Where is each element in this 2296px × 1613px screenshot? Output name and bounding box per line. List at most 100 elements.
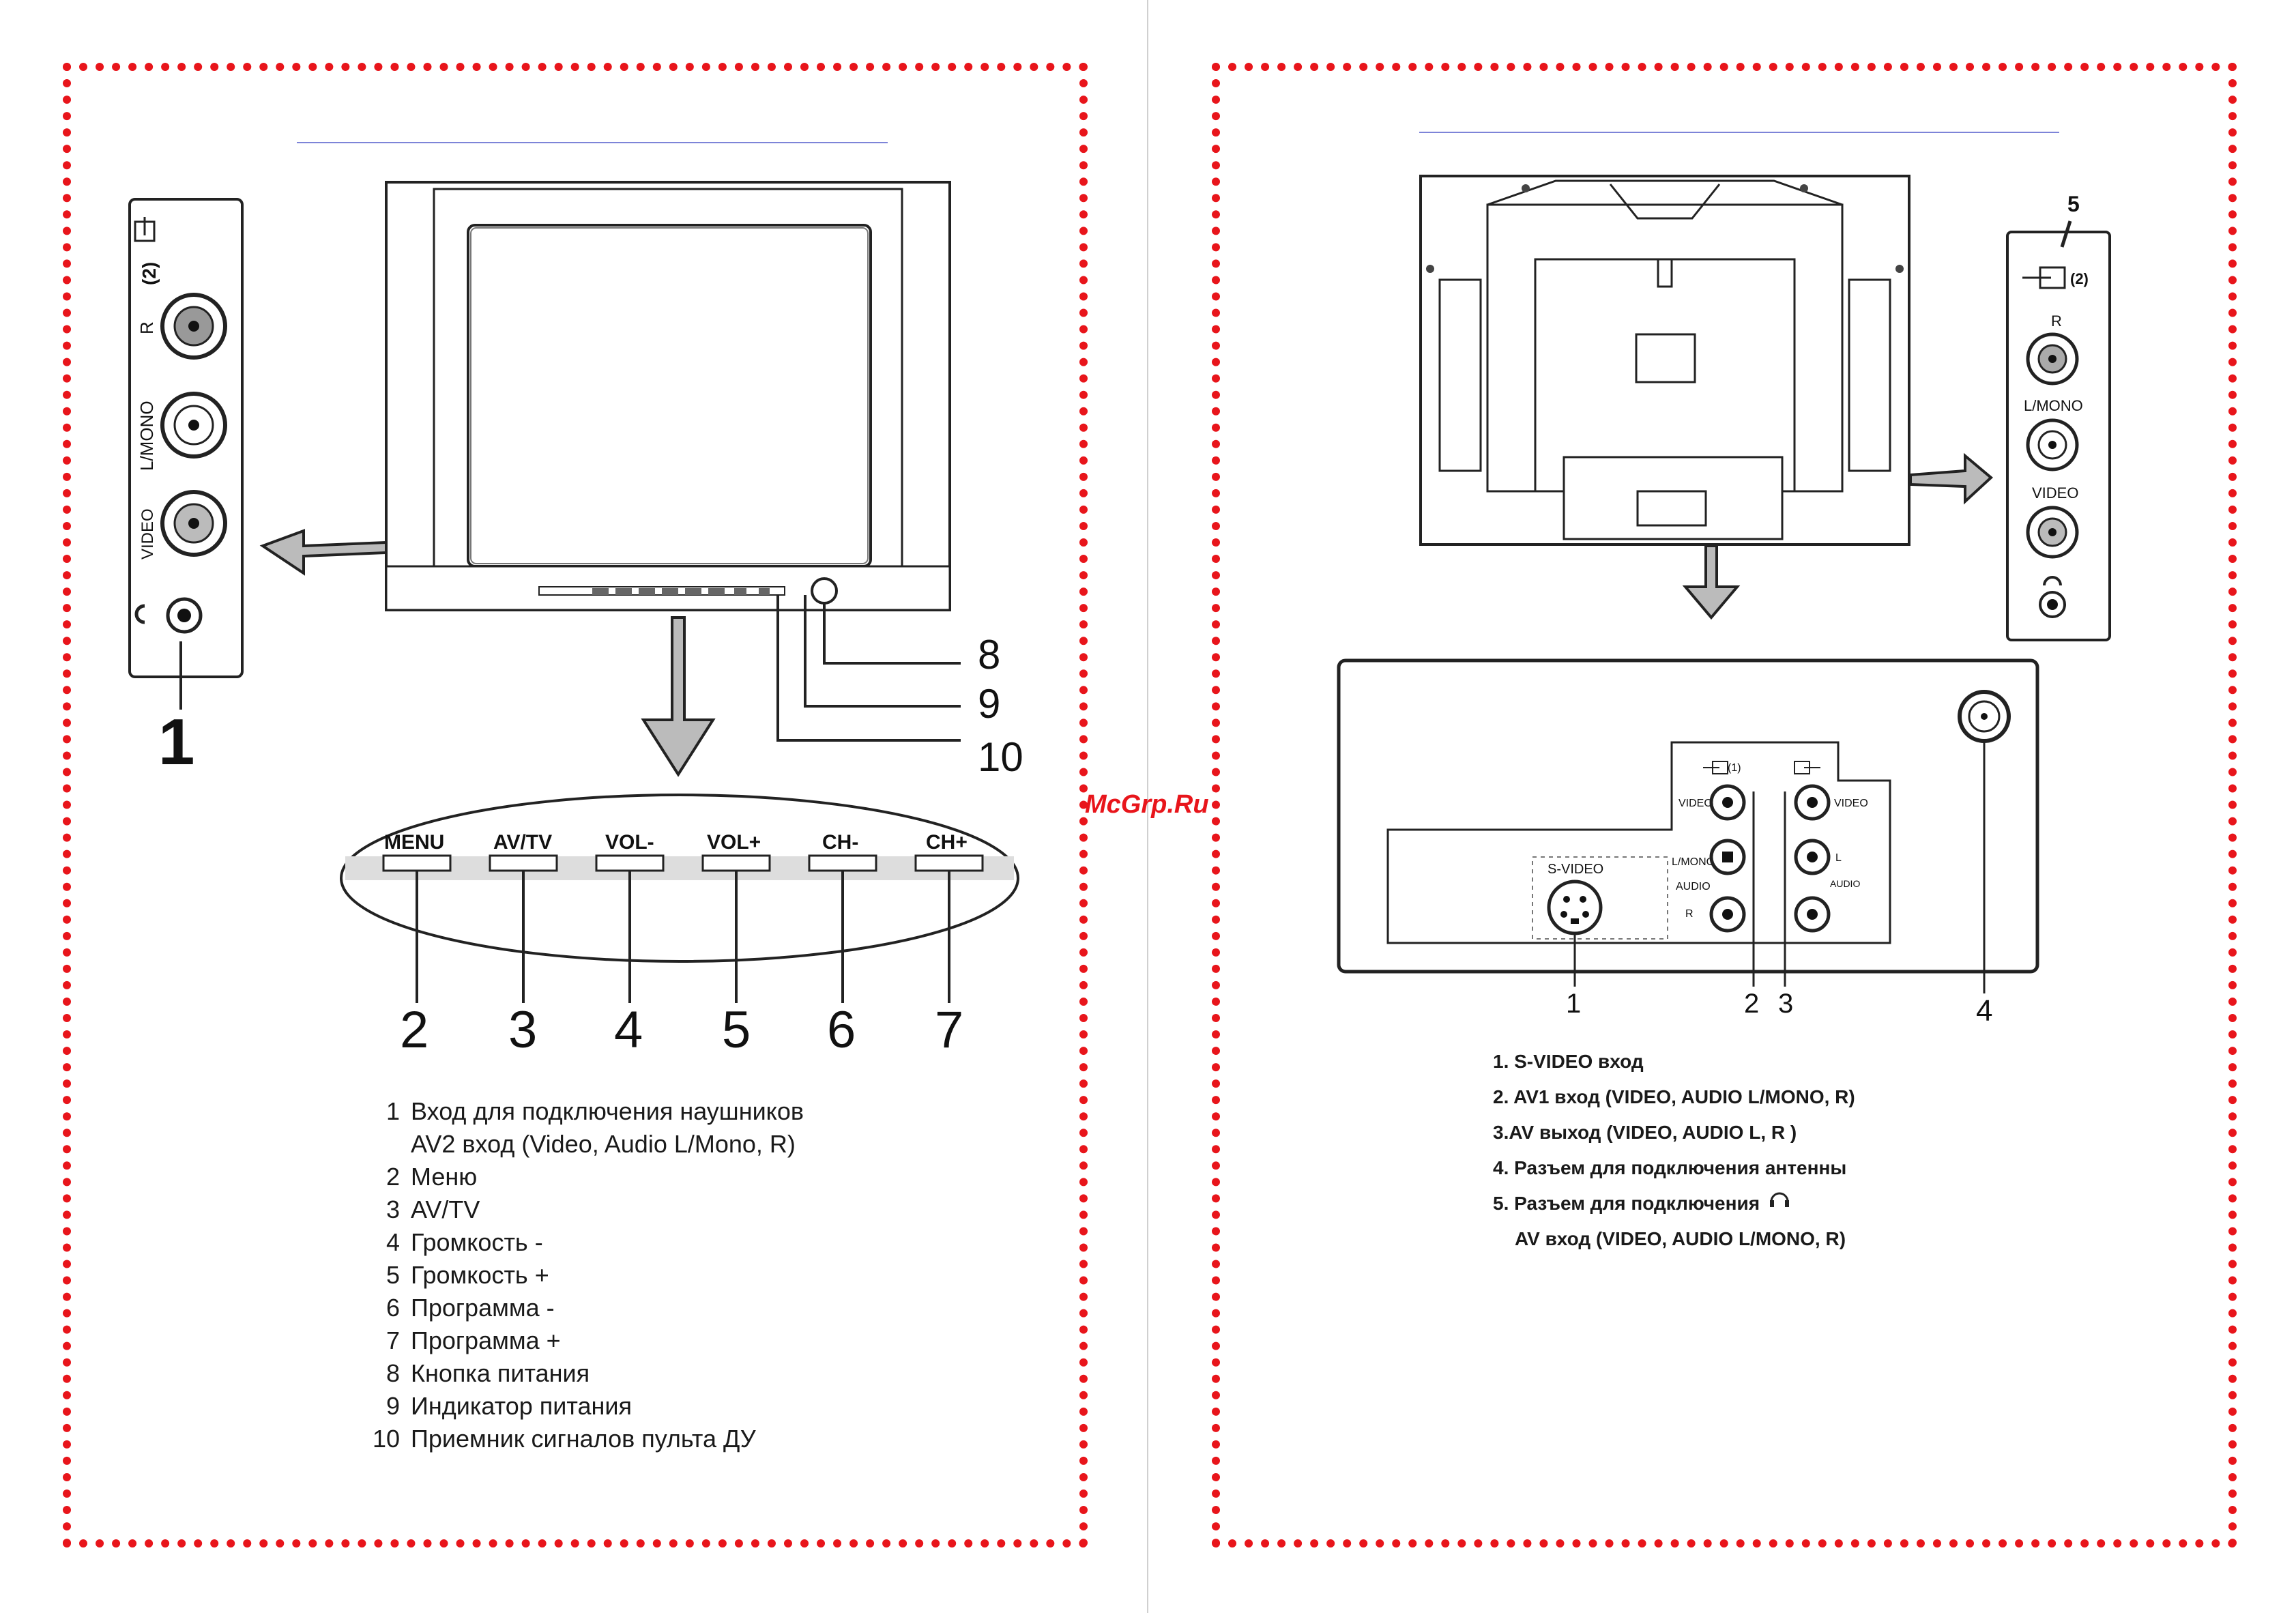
rear-callout-2: 2 <box>1744 989 1759 1019</box>
right-side-label-lmono: L/MONO <box>2024 397 2083 414</box>
rear-callout-4: 4 <box>1976 994 1992 1028</box>
callout-4: 4 <box>614 1001 643 1059</box>
page-spine <box>1147 0 1148 1613</box>
legend-num: 8 <box>386 1359 400 1387</box>
front-control-panel: MENU AV/TV VOL- VOL+ CH- CH+ 2 3 4 5 6 7 <box>340 794 1019 1059</box>
legend-text: Индикатор питания <box>411 1392 632 1420</box>
rear-label-video: VIDEO <box>1679 798 1713 809</box>
legend-text: 5. Разъем для подключения <box>1493 1193 1760 1214</box>
s-video-jack <box>1547 880 1603 935</box>
right-side-label-video: VIDEO <box>2032 484 2078 502</box>
rear-callout-3: 3 <box>1778 989 1793 1019</box>
right-side-jack-r <box>2026 332 2079 386</box>
legend-text: Программа - <box>411 1294 555 1322</box>
output-arrow-icon <box>1794 761 1820 774</box>
legend-num: 3 <box>386 1195 400 1223</box>
button-label-avtv: AV/TV <box>493 831 552 854</box>
legend-num: 7 <box>386 1326 400 1354</box>
callout-8: 8 <box>978 632 1000 678</box>
legend-row: 3.AV выход (VIDEO, AUDIO L, R ) <box>1493 1122 1797 1143</box>
button-label-menu: MENU <box>384 831 444 854</box>
left-legend: 1 Вход для подключения наушников AV2 вход… <box>355 1095 928 1455</box>
left-side-label-r: R <box>136 321 157 334</box>
right-side-panel: 5 (2) R L/MONO VIDEO <box>2006 192 2111 641</box>
headphone-icon <box>1768 1186 1791 1221</box>
left-side-panel: (2) R L/MONO VIDEO 1 <box>128 198 244 779</box>
legend-row: 7 Программа + <box>355 1324 928 1357</box>
antenna-jack <box>1958 690 2011 743</box>
callout-3: 3 <box>508 1001 537 1059</box>
legend-row: AV2 вход (Video, Audio L/Mono, R) <box>355 1128 928 1161</box>
legend-text: Вход для подключения наушников <box>411 1097 804 1125</box>
tv-front: 8 9 10 <box>385 181 1023 780</box>
rear-jack-r-out <box>1794 896 1831 933</box>
legend-text: Кнопка питания <box>411 1359 590 1387</box>
rear-label-l: L <box>1835 852 1842 864</box>
power-button <box>811 577 838 605</box>
right-side-label-2: (2) <box>2070 270 2089 287</box>
right-side-jack-video <box>2026 506 2079 559</box>
front-button-row <box>592 588 770 595</box>
rear-label-lmono: L/MONO <box>1672 856 1715 868</box>
legend-num: 5 <box>386 1261 400 1289</box>
legend-row: AV вход (VIDEO, AUDIO L/MONO, R) <box>1515 1228 1846 1249</box>
legend-row: 6 Программа - <box>355 1292 928 1324</box>
legend-num: 4 <box>386 1228 400 1256</box>
legend-row: 4. Разъем для подключения антенны <box>1493 1157 1847 1178</box>
legend-row: 4 Громкость - <box>355 1226 928 1259</box>
legend-text: Программа + <box>411 1326 561 1354</box>
legend-row: 2 Меню <box>355 1161 928 1193</box>
legend-num <box>355 1128 411 1161</box>
legend-text: AV2 вход (Video, Audio L/Mono, R) <box>411 1130 796 1158</box>
rear-jack-l-out <box>1794 839 1831 875</box>
rear-callout-1: 1 <box>1566 989 1581 1019</box>
rear-label-out-video: VIDEO <box>1834 798 1868 809</box>
legend-num: 6 <box>386 1294 400 1322</box>
legend-row: 8 Кнопка питания <box>355 1357 928 1390</box>
legend-row: 1. S-VIDEO вход <box>1493 1051 1644 1072</box>
rear-jack-video-in <box>1709 784 1746 821</box>
legend-text: Громкость + <box>411 1261 549 1289</box>
rear-jack-video-out <box>1794 784 1831 821</box>
right-page-border <box>1212 63 2237 1547</box>
left-side-label-lmono: L/MONO <box>136 401 157 471</box>
left-header-rule <box>297 142 888 143</box>
legend-num: 2 <box>386 1163 400 1191</box>
left-side-jack-headphone <box>166 597 203 634</box>
legend-text: Громкость - <box>411 1228 543 1256</box>
legend-text: Меню <box>411 1163 478 1191</box>
input-arrow-icon <box>1703 761 1728 774</box>
legend-row: 5 Громкость + <box>355 1259 928 1292</box>
legend-text: Приемник сигналов пульта ДУ <box>411 1425 756 1453</box>
rear-side-arrow <box>1909 452 1994 505</box>
rear-label-in-1: (1) <box>1728 762 1741 774</box>
front-panel-arrow <box>641 616 716 777</box>
button-label-vol-plus: VOL+ <box>707 831 761 854</box>
legend-num: 1 <box>386 1097 400 1125</box>
rear-down-arrow <box>1682 544 1741 620</box>
left-side-jack-video <box>160 490 227 557</box>
left-page-border <box>63 63 1088 1547</box>
callout-5: 5 <box>722 1001 751 1059</box>
left-side-jack-lmono <box>160 392 227 459</box>
legend-row: 10 Приемник сигналов пульта ДУ <box>355 1423 928 1455</box>
left-side-label-video: VIDEO <box>139 508 157 560</box>
rear-jack-r-in <box>1709 896 1746 933</box>
rear-label-r: R <box>1685 908 1694 920</box>
button-label-ch-plus: CH+ <box>926 831 968 854</box>
legend-num: 10 <box>372 1425 400 1453</box>
rear-label-audio: AUDIO <box>1676 881 1711 892</box>
right-side-jack-lmono <box>2026 418 2079 471</box>
right-side-label-r: R <box>2051 313 2062 330</box>
input-arrow-icon <box>2022 266 2066 289</box>
headphone-icon <box>134 604 145 624</box>
legend-row: 5. Разъем для подключения <box>1493 1186 2107 1221</box>
left-side-arrow <box>259 529 388 576</box>
rear-label-s-video: S-VIDEO <box>1547 862 1603 877</box>
callout-6: 6 <box>827 1001 856 1059</box>
rear-connector-panel: S-VIDEO (1) VIDEO L/MONO AUDIO R <box>1337 658 2039 1028</box>
callout-7: 7 <box>935 1001 963 1059</box>
legend-text: AV/TV <box>411 1195 480 1223</box>
rear-label-out-audio: AUDIO <box>1830 878 1860 889</box>
